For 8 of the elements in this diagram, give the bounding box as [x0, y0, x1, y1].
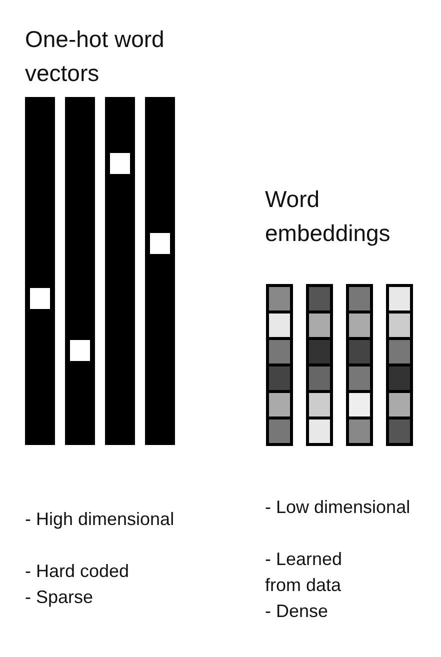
feature-item: - Low dimensional	[265, 496, 410, 519]
heading: Word embeddings	[265, 185, 392, 248]
feature-item: - High dimensional	[25, 508, 174, 531]
feature-item: - Hard coded	[25, 560, 130, 583]
feature-item: - Dense	[265, 600, 328, 623]
feature-item: - Sparse	[25, 586, 94, 609]
heading: One-hot word vectors	[25, 25, 166, 88]
feature-item: - Learned from data	[265, 548, 344, 597]
